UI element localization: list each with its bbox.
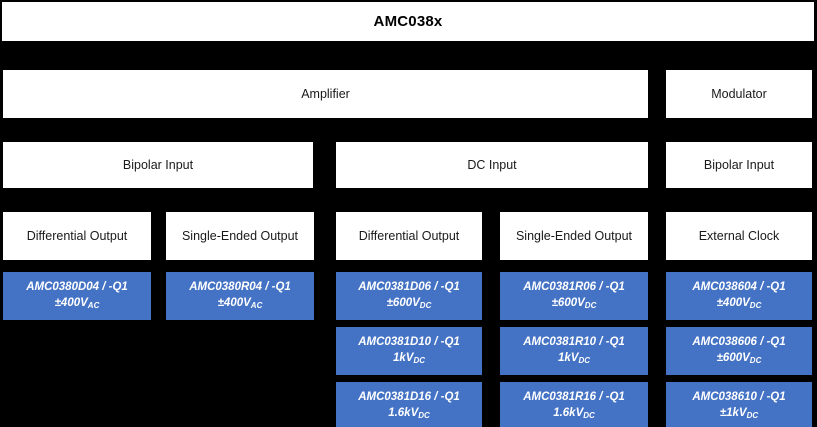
diagram-title-bar: AMC038x xyxy=(1,1,815,42)
part-card[interactable]: AMC0381D06 / -Q1 ±600VDC xyxy=(336,272,482,320)
part-number: AMC0381D16 / -Q1 xyxy=(358,391,460,404)
node-differential-output-2[interactable]: Differential Output xyxy=(336,212,482,260)
node-single-ended-output-1-label: Single-Ended Output xyxy=(181,228,299,243)
part-voltage: ±600VDC xyxy=(386,297,432,310)
part-card[interactable]: AMC0380D04 / -Q1 ±400VAC xyxy=(3,272,151,320)
node-modulator-label: Modulator xyxy=(711,86,767,101)
node-modulator[interactable]: Modulator xyxy=(666,70,812,118)
page-title: AMC038x xyxy=(373,13,443,30)
part-number: AMC0381D10 / -Q1 xyxy=(358,336,460,349)
part-card[interactable]: AMC038606 / -Q1 ±600VDC xyxy=(666,327,812,375)
node-external-clock[interactable]: External Clock xyxy=(666,212,812,260)
node-single-ended-output-2[interactable]: Single-Ended Output xyxy=(500,212,648,260)
part-voltage: ±1kVDC xyxy=(719,407,759,420)
node-amplifier-label: Amplifier xyxy=(301,86,350,101)
node-dc-input[interactable]: DC Input xyxy=(336,142,648,188)
part-voltage: 1kVDC xyxy=(557,352,591,365)
part-number: AMC038606 / -Q1 xyxy=(692,336,786,349)
node-differential-output-1-label: Differential Output xyxy=(26,228,128,243)
node-differential-output-1[interactable]: Differential Output xyxy=(3,212,151,260)
part-card[interactable]: AMC038610 / -Q1 ±1kVDC xyxy=(666,382,812,427)
part-number: AMC0380D04 / -Q1 xyxy=(26,281,128,294)
part-number: AMC0381R06 / -Q1 xyxy=(523,281,625,294)
part-number: AMC038604 / -Q1 xyxy=(692,281,786,294)
part-voltage: ±600VDC xyxy=(716,352,762,365)
part-voltage: 1.6kVDC xyxy=(553,407,595,420)
node-single-ended-output-2-label: Single-Ended Output xyxy=(515,228,633,243)
node-bipolar-input-right[interactable]: Bipolar Input xyxy=(666,142,812,188)
node-single-ended-output-1[interactable]: Single-Ended Output xyxy=(166,212,314,260)
part-card[interactable]: AMC0381D16 / -Q1 1.6kVDC xyxy=(336,382,482,427)
node-amplifier[interactable]: Amplifier xyxy=(3,70,648,118)
part-voltage: ±400VDC xyxy=(716,297,762,310)
node-bipolar-input-left[interactable]: Bipolar Input xyxy=(3,142,313,188)
part-voltage: ±600VDC xyxy=(551,297,597,310)
part-card[interactable]: AMC038604 / -Q1 ±400VDC xyxy=(666,272,812,320)
part-voltage: 1.6kVDC xyxy=(388,407,430,420)
node-dc-input-label: DC Input xyxy=(467,157,517,172)
node-external-clock-label: External Clock xyxy=(698,228,780,243)
part-voltage: ±400VAC xyxy=(217,297,263,310)
part-number: AMC0381R10 / -Q1 xyxy=(523,336,625,349)
part-number: AMC038610 / -Q1 xyxy=(692,391,786,404)
part-card[interactable]: AMC0381R16 / -Q1 1.6kVDC xyxy=(500,382,648,427)
node-bipolar-input-right-label: Bipolar Input xyxy=(703,157,775,172)
part-card[interactable]: AMC0381D10 / -Q1 1kVDC xyxy=(336,327,482,375)
part-card[interactable]: AMC0381R06 / -Q1 ±600VDC xyxy=(500,272,648,320)
part-number: AMC0381R16 / -Q1 xyxy=(523,391,625,404)
part-voltage: ±400VAC xyxy=(54,297,100,310)
part-card[interactable]: AMC0381R10 / -Q1 1kVDC xyxy=(500,327,648,375)
node-bipolar-input-left-label: Bipolar Input xyxy=(122,157,194,172)
part-number: AMC0381D06 / -Q1 xyxy=(358,281,460,294)
part-voltage: 1kVDC xyxy=(392,352,426,365)
part-number: AMC0380R04 / -Q1 xyxy=(189,281,291,294)
node-differential-output-2-label: Differential Output xyxy=(358,228,460,243)
part-card[interactable]: AMC0380R04 / -Q1 ±400VAC xyxy=(166,272,314,320)
